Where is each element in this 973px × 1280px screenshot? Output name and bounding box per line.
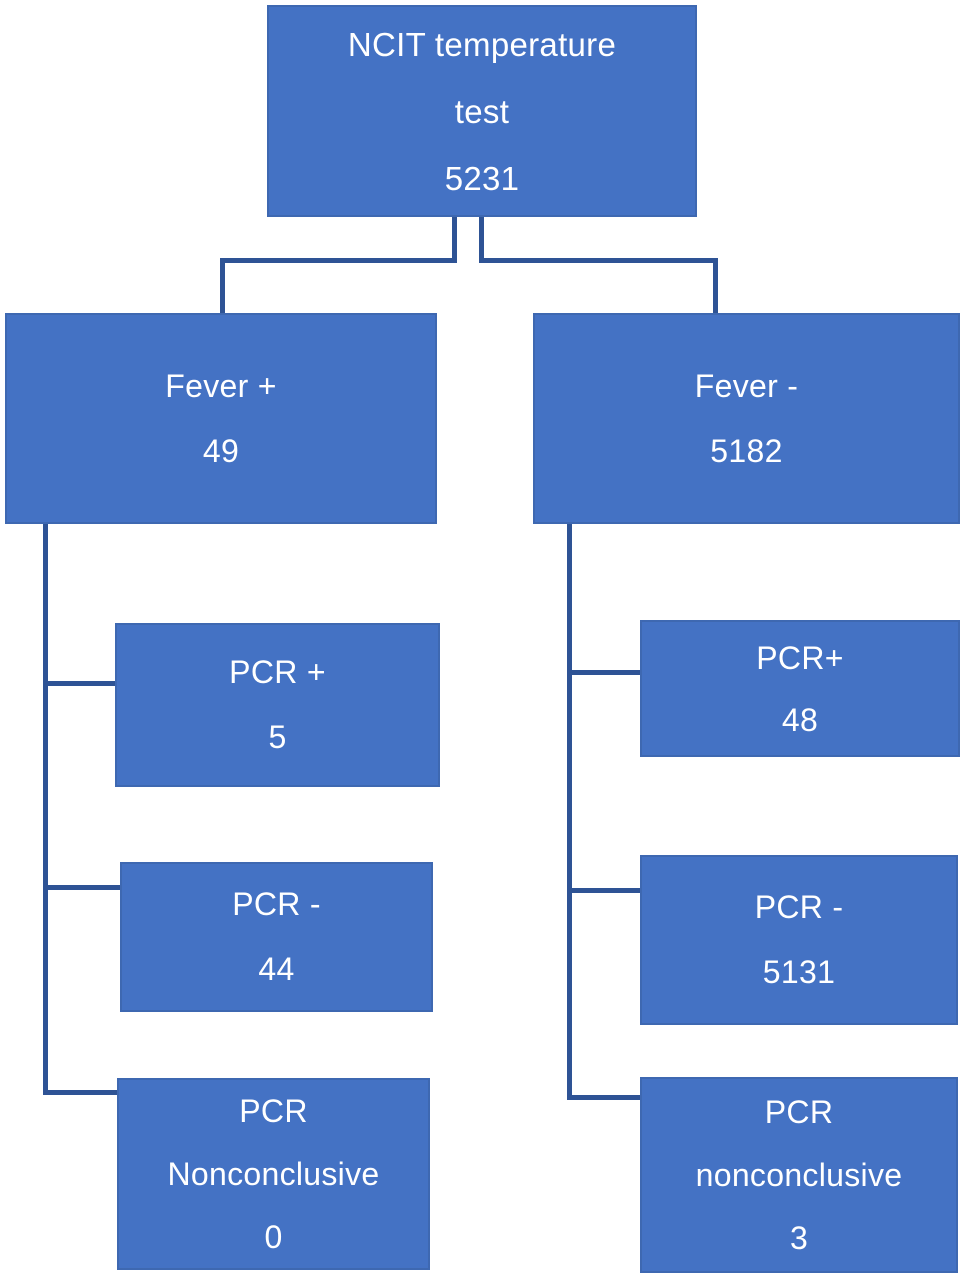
node-label-line: PCR - xyxy=(232,886,321,922)
connector-feverneg-pcrnon-branch xyxy=(572,1095,640,1100)
node-count: 3 xyxy=(789,1219,809,1256)
connector-root-feverneg-vertical xyxy=(713,258,718,313)
node-count: 5131 xyxy=(762,954,836,990)
node-ncit-temperature-test: NCIT temperature test 5231 xyxy=(267,5,697,217)
connector-feverpos-trunk xyxy=(43,524,48,1095)
connector-root-feverneg-horizontal xyxy=(484,258,718,263)
connector-feverpos-pcrpos-branch xyxy=(48,681,115,686)
node-fever-positive: Fever + 49 xyxy=(5,313,437,524)
node-label-line: PCR xyxy=(764,1093,834,1130)
node-feverneg-pcr-negative: PCR - 5131 xyxy=(640,855,958,1025)
connector-root-feverpos-vertical xyxy=(220,258,225,313)
node-feverneg-pcr-nonconclusive: PCR nonconclusive 3 xyxy=(640,1077,958,1273)
connector-root-left-stub xyxy=(452,217,457,263)
connector-feverpos-pcrneg-branch xyxy=(48,885,120,890)
node-label-line: PCR+ xyxy=(756,639,844,676)
connector-root-right-stub xyxy=(479,217,484,263)
node-feverpos-pcr-nonconclusive: PCR Nonconclusive 0 xyxy=(117,1078,430,1270)
node-label-line: Fever - xyxy=(694,367,799,404)
node-feverpos-pcr-negative: PCR - 44 xyxy=(120,862,433,1012)
node-feverpos-pcr-positive: PCR + 5 xyxy=(115,623,440,787)
node-count: 0 xyxy=(264,1218,283,1255)
node-label-line: NCIT temperature xyxy=(347,25,617,63)
connector-feverneg-pcrneg-branch xyxy=(572,888,640,893)
node-fever-negative: Fever - 5182 xyxy=(533,313,960,524)
node-count: 5 xyxy=(268,719,287,755)
node-label-line: PCR - xyxy=(754,889,844,925)
node-count: 44 xyxy=(258,951,295,987)
node-label-line: nonconclusive xyxy=(695,1156,903,1193)
connector-feverpos-pcrnon-branch xyxy=(48,1090,117,1095)
connector-root-feverpos-horizontal xyxy=(220,258,457,263)
node-label-line: PCR + xyxy=(229,654,326,690)
node-count: 49 xyxy=(202,432,240,469)
node-feverneg-pcr-positive: PCR+ 48 xyxy=(640,620,960,757)
node-count: 5231 xyxy=(444,159,520,197)
node-label-line: test xyxy=(454,92,510,130)
connector-feverneg-pcrpos-branch xyxy=(572,670,640,675)
node-label-line: PCR xyxy=(239,1092,308,1129)
node-label-line: Fever + xyxy=(165,367,277,404)
connector-feverneg-trunk xyxy=(567,524,572,1100)
node-count: 48 xyxy=(781,701,819,738)
node-count: 5182 xyxy=(710,432,783,469)
node-label-line: Nonconclusive xyxy=(167,1155,380,1192)
